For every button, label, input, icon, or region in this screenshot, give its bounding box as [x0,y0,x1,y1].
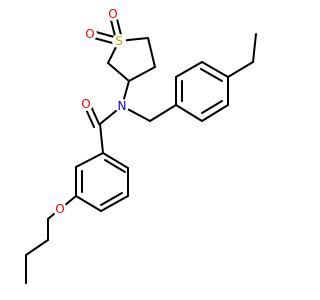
bond [175,61,203,78]
ether-oxygen-atom: O [53,202,67,216]
bond [100,192,123,206]
sulfone-oxygen-atom: O [106,7,120,21]
bond [102,152,129,169]
bond [25,239,49,256]
sulfur-atom: S [112,34,126,48]
bond [75,195,102,212]
bond [201,61,229,78]
bond [252,33,257,63]
bond [47,212,56,220]
bond [175,104,203,122]
bond [100,195,129,212]
bond [75,152,104,168]
structure-drawing: S O O N O O [25,7,257,284]
nitrogen-label: N [118,99,127,113]
bond [99,123,104,154]
atom-labels: S O O N O O [53,7,129,216]
bond [128,66,156,82]
ether-oxygen-label: O [55,202,64,216]
bond [201,104,229,122]
molecule-diagram: S O O N O O [25,7,257,284]
bond [149,104,177,122]
sulfone-oxygen-label: O [108,7,117,21]
bond [200,68,223,82]
sulfone-oxygen-label: O [85,27,94,41]
carbonyl-oxygen-atom: O [79,97,93,111]
amide-nitrogen-atom: N [115,99,129,113]
bond [63,195,77,207]
bond [104,159,126,173]
sulfone-oxygen-atom: O [83,27,97,41]
bond [227,61,254,78]
bond [147,37,156,68]
carbonyl-oxygen-label: O [81,97,90,111]
bonds [25,14,257,284]
bond [201,100,223,114]
sulfur-label: S [115,34,123,48]
bond [107,62,130,82]
